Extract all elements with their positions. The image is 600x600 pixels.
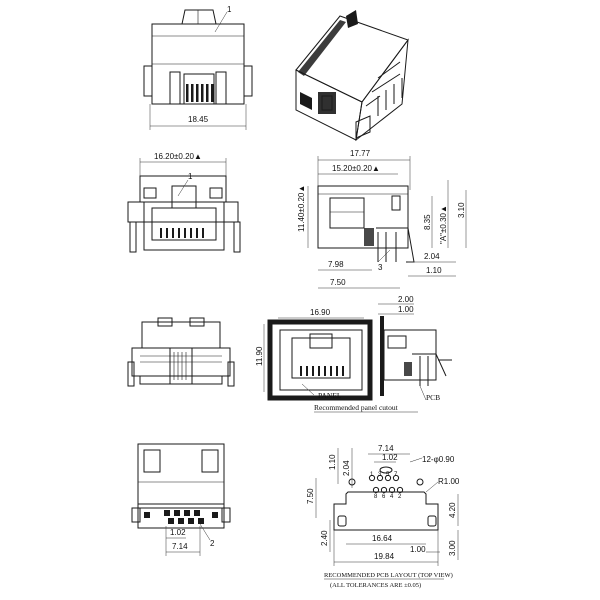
callout-1-front: 1 <box>188 172 193 181</box>
dim-pcb-1-00: 1.00 <box>410 545 426 554</box>
dim-side-inner: 15.20±0.20▲ <box>332 164 380 173</box>
isometric-view <box>295 10 409 142</box>
rear-view <box>127 317 235 387</box>
dim-side-total: 17.77 <box>350 149 371 158</box>
dim-3-10: 3.10 <box>457 202 466 218</box>
dim-front-width: 16.20±0.20▲ <box>154 152 202 161</box>
svg-text:6: 6 <box>382 494 386 500</box>
pcb-layout-view: 7.14 1.02 1.10 2.04 12-φ0.90 1 3 5 7 8 <box>306 444 460 589</box>
dim-pcb-7-50: 7.50 <box>306 488 315 504</box>
dim-1-00: 1.00 <box>398 305 414 314</box>
dim-pcb-19-84: 19.84 <box>374 552 395 561</box>
pcb-pin-holes <box>348 466 424 494</box>
svg-text:7: 7 <box>394 472 398 478</box>
dim-7-50: 7.50 <box>330 278 346 287</box>
dim-panel-width: 16.90 <box>310 308 331 317</box>
bottom-view-pins <box>144 510 218 524</box>
dim-pcb-2-40: 2.40 <box>320 530 329 546</box>
side-view-body <box>317 185 409 249</box>
dim-pcb-2-04: 2.04 <box>342 460 351 476</box>
pcb-label: PCB <box>426 393 440 402</box>
pcb-caption-2: (ALL TOLERANCES ARE ±0.05) <box>330 582 421 589</box>
front-view: 16.20±0.20▲ 1 <box>127 152 241 253</box>
callout-2: 2 <box>210 539 215 548</box>
dim-pcb-4-20: 4.20 <box>448 502 457 518</box>
pcb-pin-numbers: 1 3 5 7 8 6 4 2 <box>370 472 402 500</box>
dim-pcb-1-02: 1.02 <box>382 453 398 462</box>
panel-outline <box>267 319 373 401</box>
dim-a-tolerance: "A"±0.30▲ <box>439 205 448 244</box>
front-view-contacts <box>160 228 204 238</box>
top-front-view: 1 18.45 <box>143 5 253 130</box>
dim-bottom-7-14: 7.14 <box>172 542 188 551</box>
panel-label: PANEL <box>318 391 342 400</box>
panel-plate <box>380 316 384 396</box>
top-view-latch <box>181 9 217 25</box>
dim-2-00: 2.00 <box>398 295 414 304</box>
callout-3: 3 <box>378 263 383 272</box>
svg-text:3: 3 <box>378 472 382 478</box>
dim-1-10: 1.10 <box>426 266 442 275</box>
dim-side-height: 11.40±0.20▲ <box>297 185 306 232</box>
dim-2-04: 2.04 <box>424 252 440 261</box>
pcb-caption-1: RECOMMENDED PCB LAYOUT (TOP VIEW) <box>324 572 453 579</box>
dim-pcb-1-10: 1.10 <box>328 454 337 470</box>
svg-text:1: 1 <box>370 472 374 478</box>
side-view: 17.77 15.20±0.20▲ 11.40±0.20▲ 8.35 "A"±0… <box>297 149 467 289</box>
dim-7-98: 7.98 <box>328 260 344 269</box>
bottom-view: 1.02 7.14 2 <box>131 443 231 556</box>
iso-side-face <box>355 38 409 142</box>
dim-pcb-r: R1.00 <box>438 477 460 486</box>
svg-text:2: 2 <box>398 494 402 500</box>
panel-contacts <box>300 366 344 376</box>
pcb-slot-hole <box>379 466 393 474</box>
dim-pcb-holes: 12-φ0.90 <box>422 455 455 464</box>
dim-top-width: 18.45 <box>188 115 209 124</box>
dim-pcb-7-14: 7.14 <box>378 444 394 453</box>
dim-panel-height: 11.90 <box>255 346 264 366</box>
dim-pcb-3-00: 3.00 <box>448 540 457 556</box>
svg-text:8: 8 <box>374 494 378 500</box>
callout-1-top: 1 <box>227 5 232 14</box>
pcb-outline <box>333 491 439 531</box>
svg-text:5: 5 <box>386 472 390 478</box>
panel-caption: Recommended panel cutout <box>314 403 399 412</box>
dim-8-35: 8.35 <box>423 214 432 230</box>
panel-cutout-view: 16.90 11.90 PANEL Recommended panel cuto… <box>255 295 452 413</box>
dim-bottom-1-02: 1.02 <box>170 528 186 537</box>
top-view-contacts <box>186 84 214 102</box>
dim-pcb-16-64: 16.64 <box>372 534 393 543</box>
svg-text:4: 4 <box>390 494 394 500</box>
